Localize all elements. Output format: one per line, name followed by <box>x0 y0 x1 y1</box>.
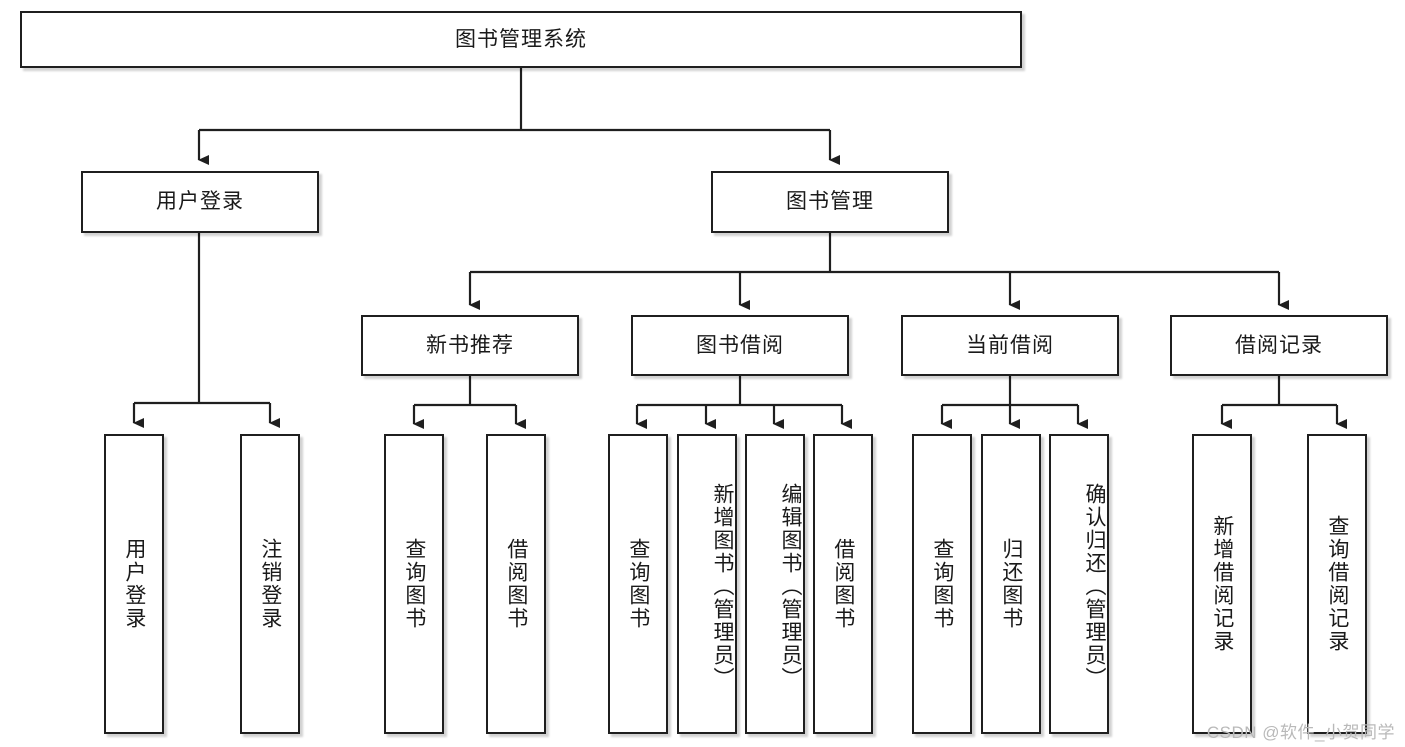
node-label: 图书借阅 <box>696 333 784 357</box>
leaf-user-login-login[interactable]: 用户登录 <box>104 434 164 734</box>
node-label: 图书管理系统 <box>455 27 587 51</box>
node-label: 注销登录 <box>258 538 282 630</box>
node-label: 用户登录 <box>156 190 244 214</box>
leaf-current-borrow-confirm-return-admin[interactable]: 确认归还（管理员） <box>1049 434 1109 734</box>
node-label: 查询图书 <box>930 538 954 630</box>
node-label: 查询借阅记录 <box>1325 515 1349 653</box>
node-label: 新增借阅记录 <box>1210 515 1234 653</box>
leaf-current-borrow-query-books[interactable]: 查询图书 <box>912 434 972 734</box>
node-label: 查询图书 <box>402 538 426 630</box>
node-label: 编辑图书（管理员） <box>779 482 802 690</box>
leaf-user-login-logout[interactable]: 注销登录 <box>240 434 300 734</box>
node-label: 借阅记录 <box>1235 333 1323 357</box>
node-label: 图书管理 <box>786 190 874 214</box>
node-label: 借阅图书 <box>504 538 528 630</box>
node-label: 确认归还（管理员） <box>1083 482 1106 690</box>
node-root-book-management-system[interactable]: 图书管理系统 <box>20 11 1022 68</box>
node-label: 用户登录 <box>122 538 146 630</box>
leaf-book-borrow-query-books[interactable]: 查询图书 <box>608 434 668 734</box>
node-current-borrow[interactable]: 当前借阅 <box>901 315 1119 376</box>
node-label: 新增图书（管理员） <box>711 482 734 690</box>
node-new-book-recommend[interactable]: 新书推荐 <box>361 315 579 376</box>
leaf-new-book-query-books[interactable]: 查询图书 <box>384 434 444 734</box>
node-label: 新书推荐 <box>426 333 514 357</box>
node-book-management[interactable]: 图书管理 <box>711 171 949 233</box>
node-user-login[interactable]: 用户登录 <box>81 171 319 233</box>
node-label: 归还图书 <box>999 538 1023 630</box>
leaf-current-borrow-return-books[interactable]: 归还图书 <box>981 434 1041 734</box>
csdn-watermark: CSDN @软件_小贺同学 <box>1206 723 1395 742</box>
leaf-borrow-record-add-record[interactable]: 新增借阅记录 <box>1192 434 1252 734</box>
leaf-new-book-borrow-books[interactable]: 借阅图书 <box>486 434 546 734</box>
leaf-book-borrow-add-book-admin[interactable]: 新增图书（管理员） <box>677 434 737 734</box>
node-borrow-record[interactable]: 借阅记录 <box>1170 315 1388 376</box>
leaf-borrow-record-query-record[interactable]: 查询借阅记录 <box>1307 434 1367 734</box>
node-label: 当前借阅 <box>966 333 1054 357</box>
node-label: 借阅图书 <box>831 538 855 630</box>
leaf-book-borrow-edit-book-admin[interactable]: 编辑图书（管理员） <box>745 434 805 734</box>
node-label: 查询图书 <box>626 538 650 630</box>
node-book-borrow[interactable]: 图书借阅 <box>631 315 849 376</box>
leaf-book-borrow-borrow-books[interactable]: 借阅图书 <box>813 434 873 734</box>
